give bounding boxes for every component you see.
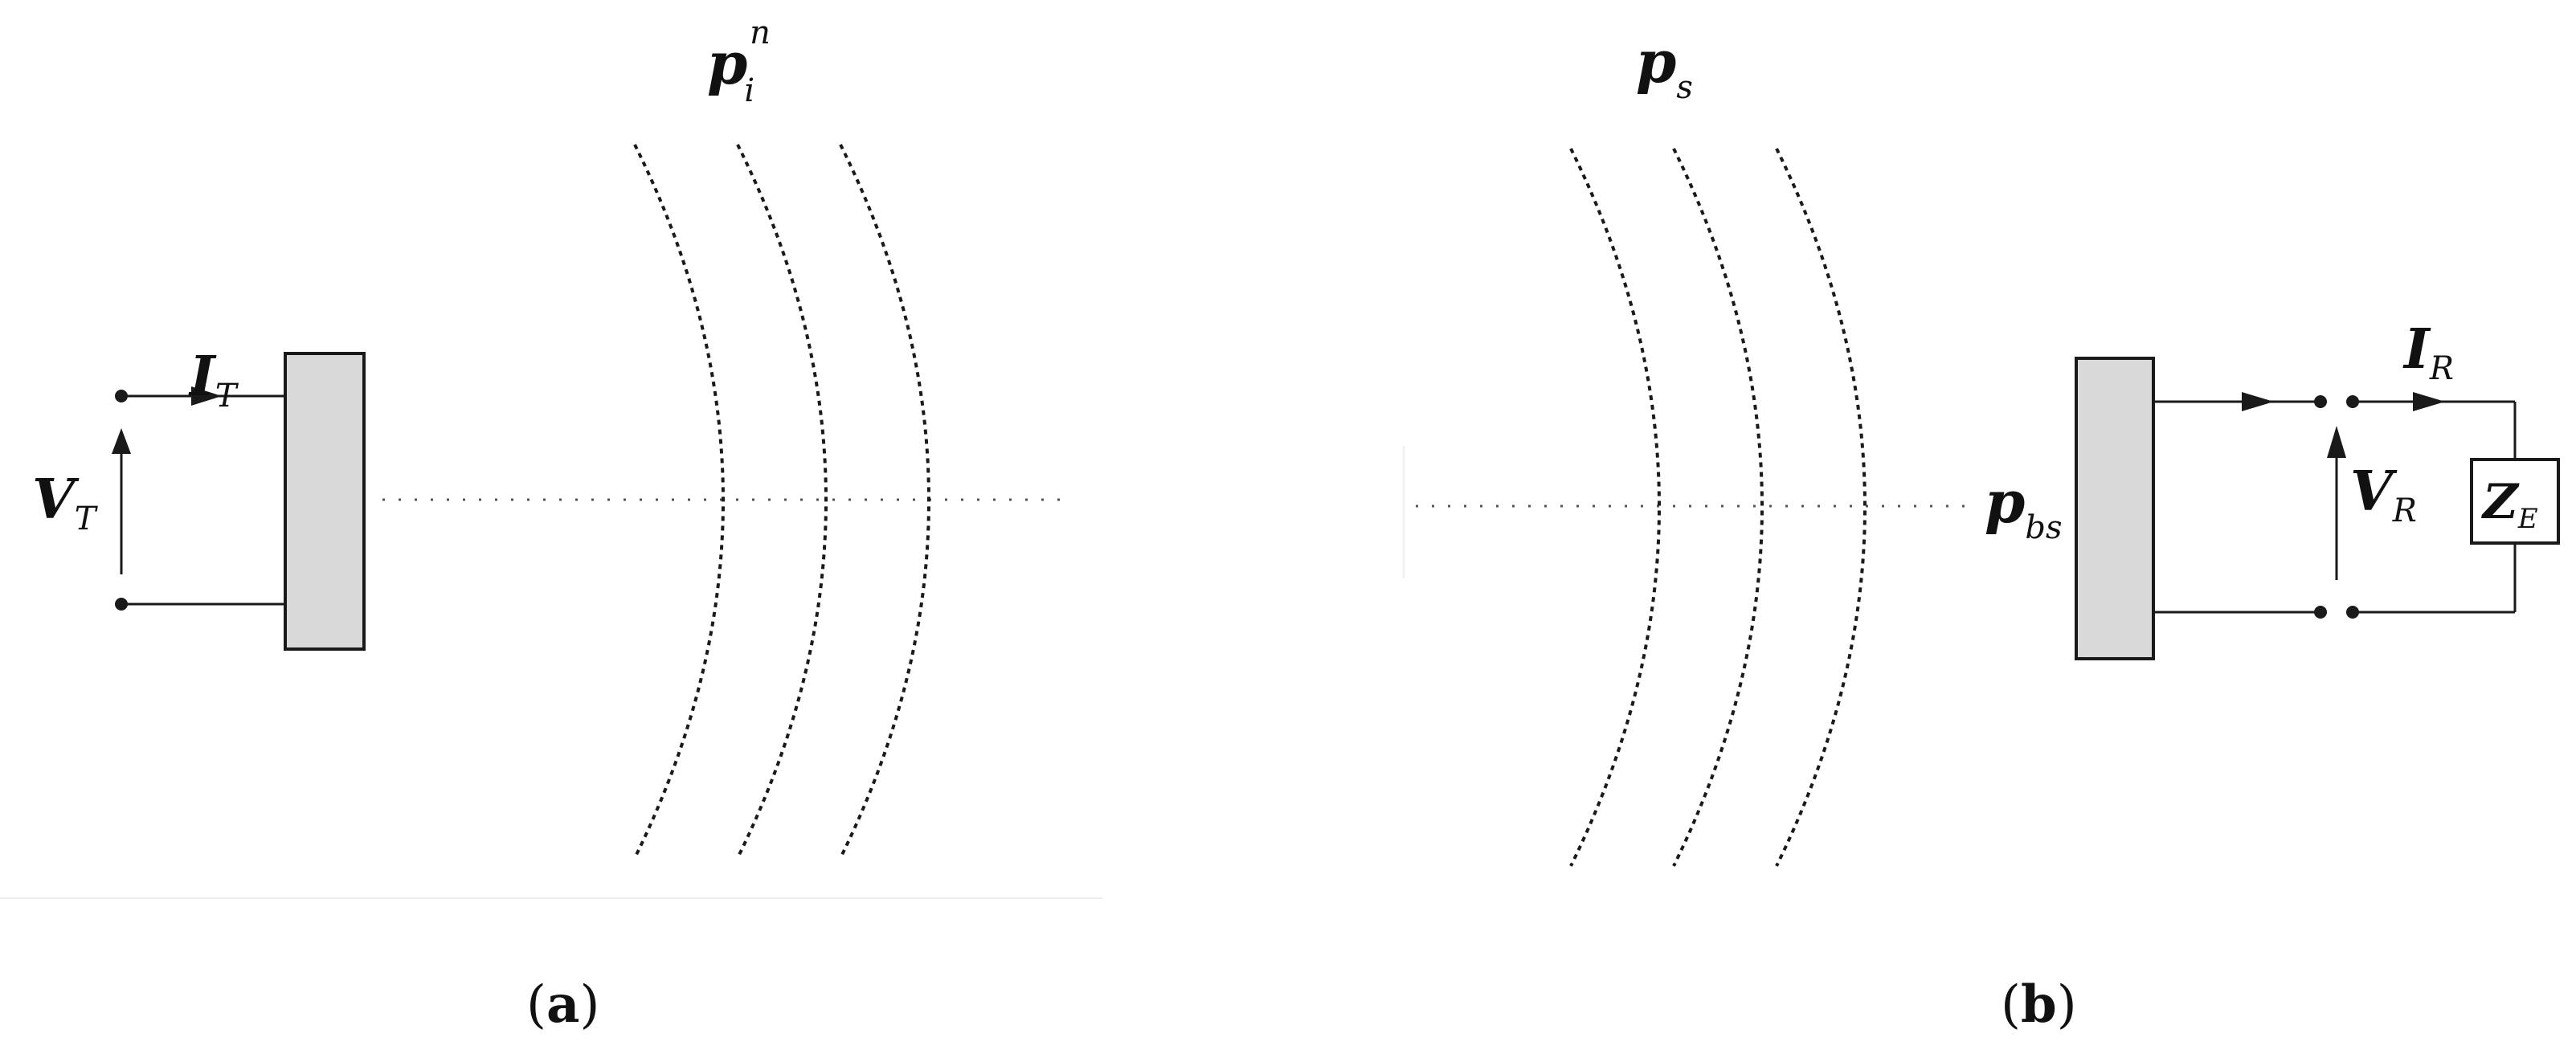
incident-wave-label: pin — [707, 14, 771, 109]
caption-b: (b) — [2001, 974, 2077, 1035]
transducer-a — [284, 352, 366, 651]
current-label-b: IR — [2402, 317, 2454, 387]
terminal-bottom-left-b — [2314, 606, 2327, 619]
voltage-arrow-head-a — [112, 428, 131, 454]
wavefront-b-1 — [1569, 148, 1661, 867]
backscatter-pressure-label: pbs — [1985, 468, 2062, 546]
transducer-b — [2075, 357, 2155, 660]
impedance-label: ZE — [2481, 474, 2538, 535]
wavefront-a-2 — [736, 144, 828, 859]
panel-a: IT VT pin (a) — [0, 14, 1102, 1035]
caption-a: (a) — [526, 974, 599, 1035]
scattered-wave-label: ps — [1636, 27, 1693, 106]
current-arrow-b — [2413, 392, 2445, 411]
wavefront-b-2 — [1672, 148, 1764, 867]
terminal-top-left-b — [2314, 395, 2327, 408]
voltage-label-a: VT — [32, 468, 99, 537]
voltage-arrow-head-b — [2327, 426, 2346, 458]
impedance-box — [2470, 458, 2560, 545]
wavefront-a-3 — [839, 144, 930, 859]
current-label-a: IT — [188, 345, 239, 415]
current-arrow-b-inner — [2242, 392, 2274, 411]
panel-b: ps pbs VR IR ZE (b) — [1402, 27, 2560, 1035]
voltage-label-b: VR — [2350, 460, 2417, 529]
current-arrow-a — [191, 386, 222, 406]
wavefront-a-1 — [633, 144, 725, 859]
